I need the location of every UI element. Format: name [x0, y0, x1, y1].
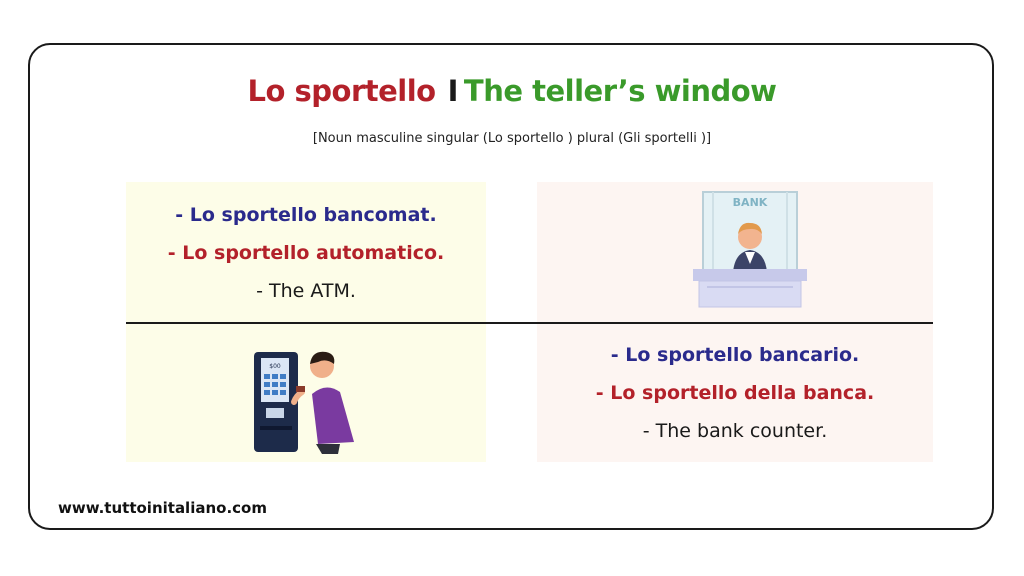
atm-screen-label: $00: [269, 363, 281, 370]
bank-sign: BANK: [733, 196, 768, 209]
phrase-line-translation: - The ATM.: [256, 280, 356, 302]
phrase-line-red: - Lo sportello della banca.: [595, 382, 875, 404]
person-shirt: [312, 387, 354, 444]
phrase-list: - Lo sportello bancomat. - Lo sportello …: [126, 204, 486, 318]
title-italian: Lo sportello: [247, 74, 437, 108]
counter-top: [693, 269, 807, 281]
bank-card: [296, 386, 305, 392]
grammar-note: [Noun masculine singular (Lo sportello )…: [312, 131, 712, 146]
panel-atm-illustration: $00: [126, 322, 486, 462]
panel-bank-window: BANK: [537, 182, 933, 322]
phrase-line-translation: - The bank counter.: [642, 420, 828, 442]
title-english: The teller’s window: [463, 74, 777, 108]
teller-head: [738, 225, 762, 249]
website-link[interactable]: www.tuttoinitaliano.com: [58, 499, 267, 517]
phrase-line-blue: - Lo sportello bancario.: [610, 344, 860, 366]
atm-user-illustration: $00: [254, 351, 354, 454]
bank-teller-window-illustration: BANK: [693, 191, 807, 308]
phrase-line-blue: - Lo sportello bancomat.: [175, 204, 437, 226]
counter-base: [698, 280, 802, 308]
panel-bank-phrases: - Lo sportello bancario. - Lo sportello …: [537, 322, 933, 462]
title-separator: I: [447, 74, 459, 108]
panel-atm-phrases: - Lo sportello bancomat. - Lo sportello …: [126, 182, 486, 322]
atm-keypad: [266, 408, 284, 418]
phrase-list: - Lo sportello bancario. - Lo sportello …: [537, 344, 933, 458]
section-divider: [126, 322, 933, 324]
phrase-line-red: - Lo sportello automatico.: [167, 242, 445, 264]
